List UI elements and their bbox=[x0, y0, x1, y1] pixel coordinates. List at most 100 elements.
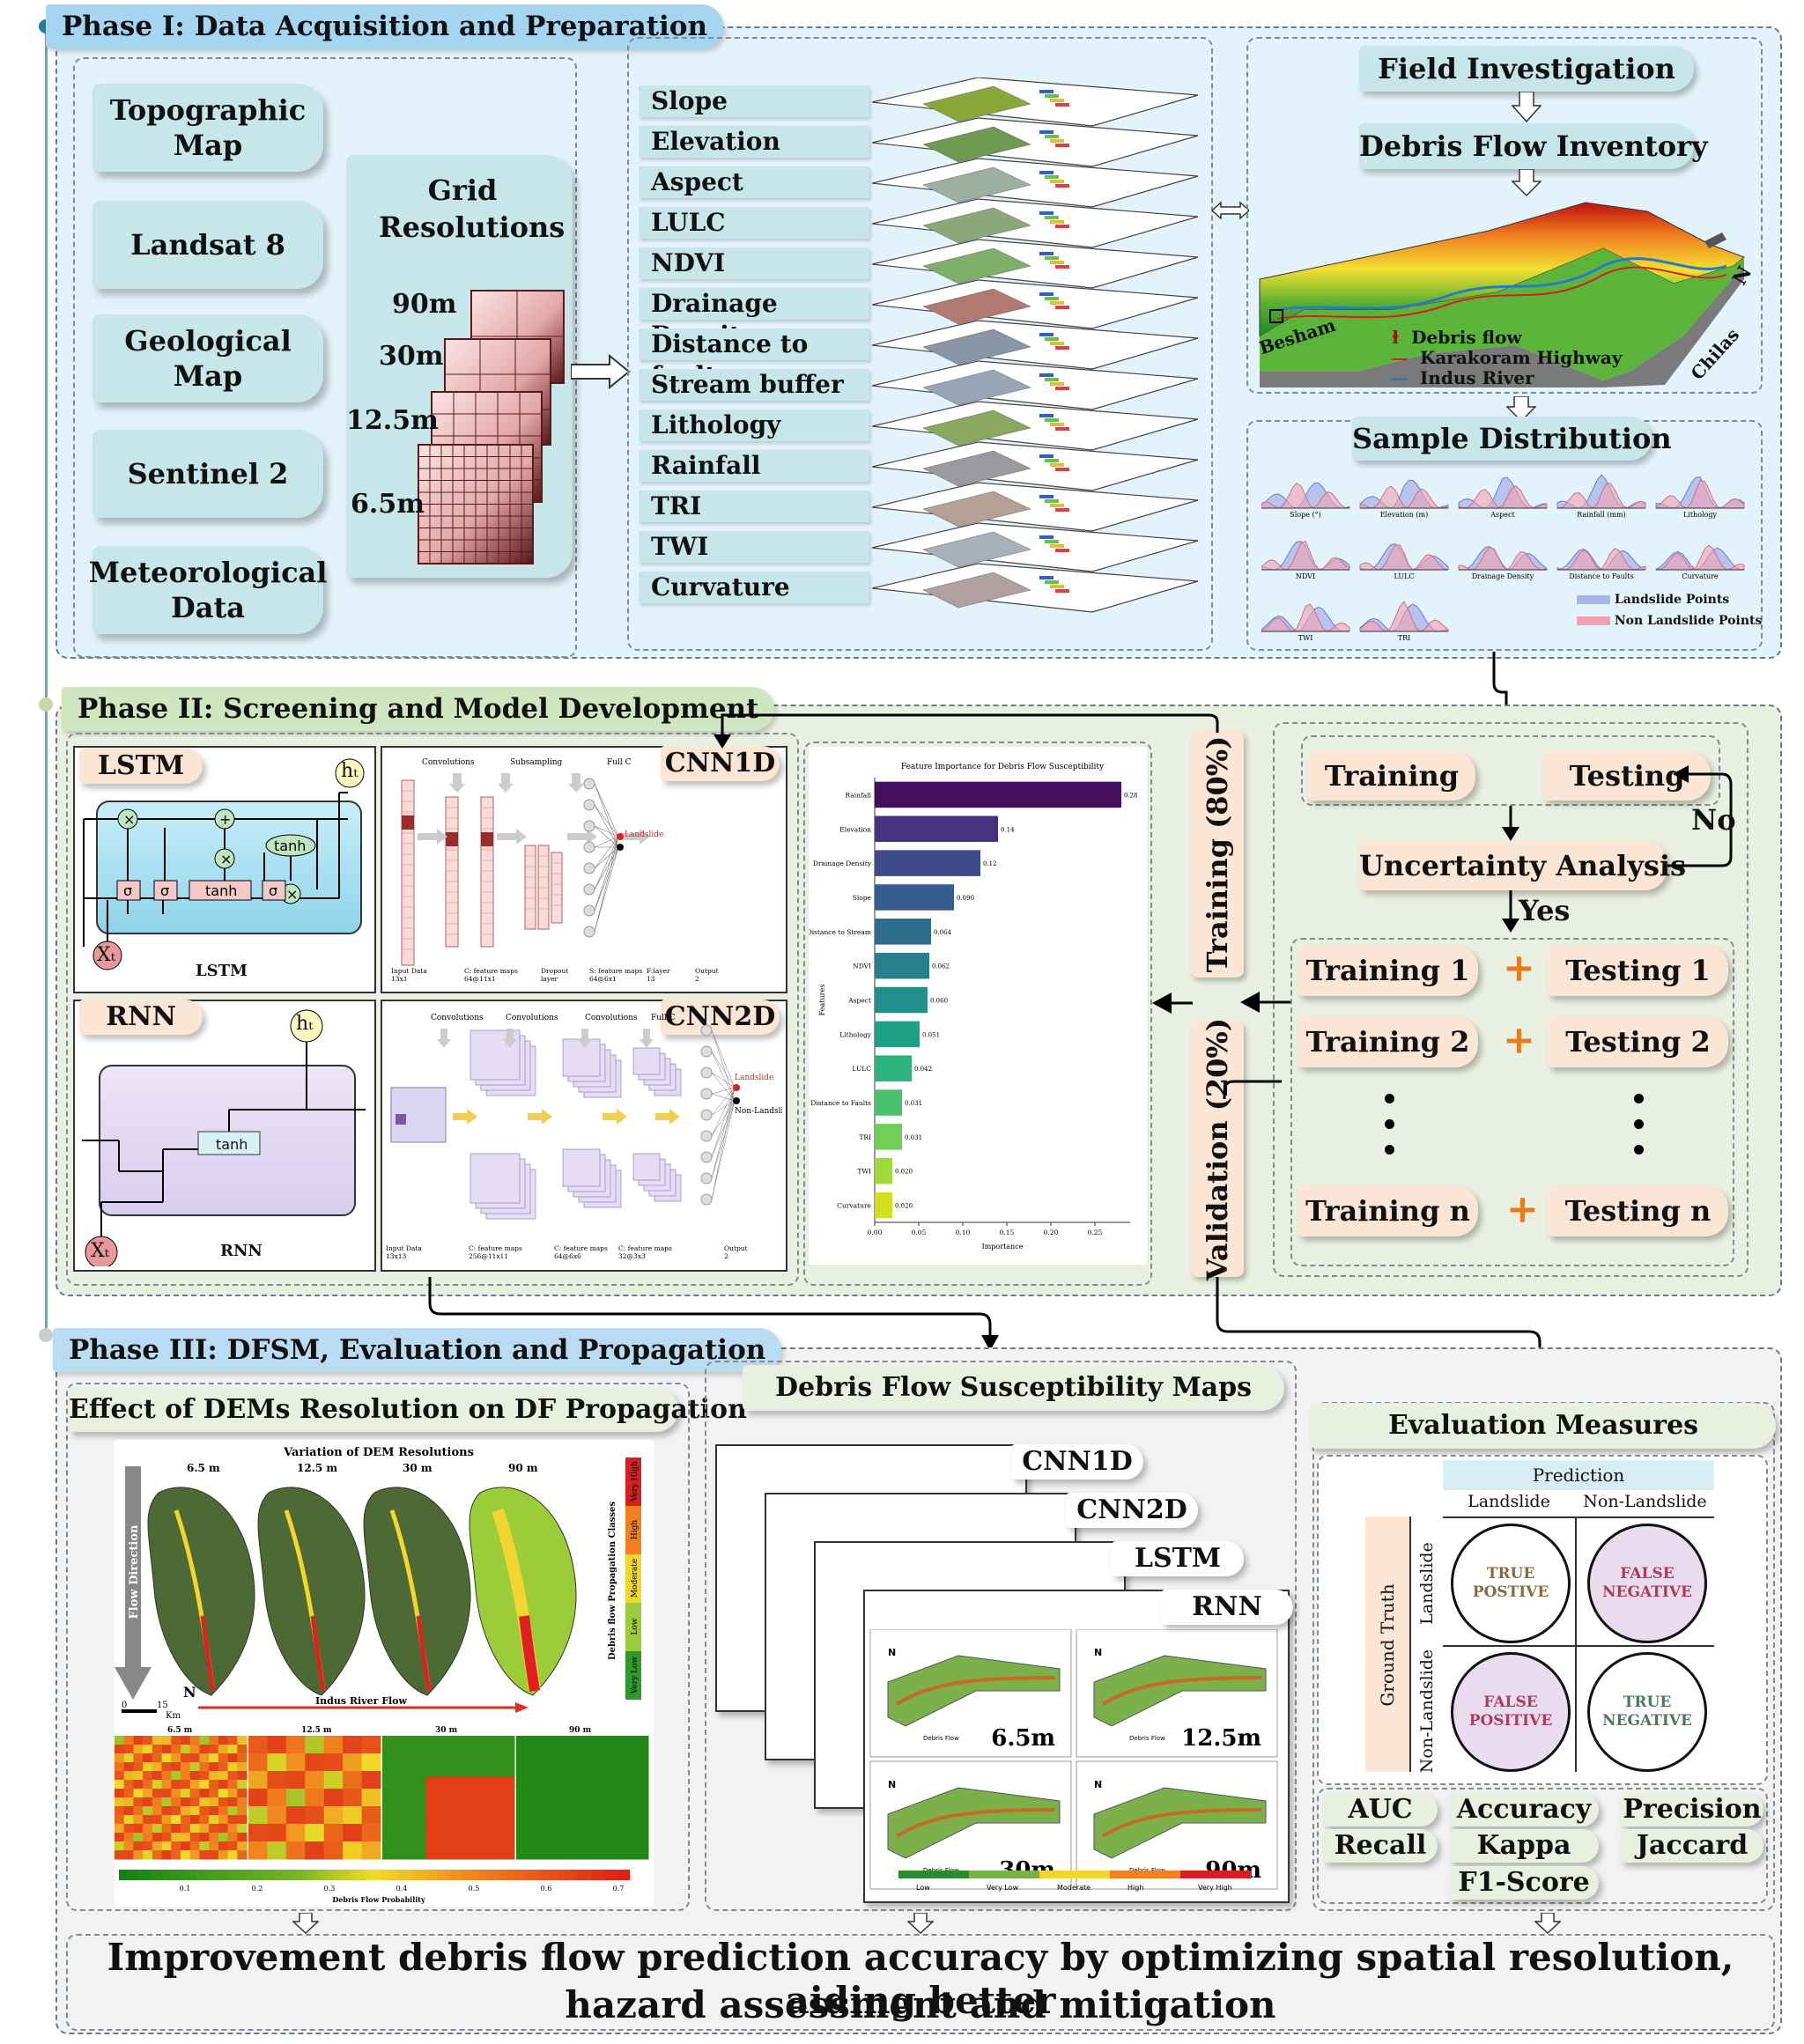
chart-bar-10 bbox=[875, 1124, 902, 1150]
prob-ramp-24 bbox=[241, 1870, 248, 1880]
rnn-cell-tanh: tanh bbox=[216, 1136, 248, 1153]
factor-layer-legend-8-3 bbox=[1055, 427, 1069, 431]
heat-cell-0-11-1 bbox=[123, 1833, 134, 1842]
heat-cell-0-9-13 bbox=[237, 1815, 248, 1825]
heat-cell-0-13-4 bbox=[152, 1850, 163, 1860]
chart-value-label-0: 0.28 bbox=[1124, 792, 1138, 799]
dem-catchment-0 bbox=[147, 1487, 255, 1696]
prob-ramp-10 bbox=[170, 1870, 175, 1880]
cnn1d-edge2-5 bbox=[594, 846, 619, 890]
susc-legend-text-1: Debris Flow bbox=[1129, 1735, 1165, 1742]
prob-ramp-71 bbox=[481, 1870, 487, 1880]
heat-cell-2-1-2 bbox=[470, 1776, 515, 1819]
factor-layer-legend-2-2 bbox=[1050, 180, 1064, 183]
factor-layer-legend-0-3 bbox=[1055, 103, 1069, 107]
factor-layer-legend-9-0 bbox=[1039, 454, 1054, 458]
class-axis-label: Debris flow Propagation Classes bbox=[608, 1502, 617, 1660]
prob-ramp-93 bbox=[594, 1870, 600, 1880]
scale-bar bbox=[122, 1709, 157, 1713]
factor-layer-8 bbox=[872, 401, 1199, 451]
prob-ramp-50 bbox=[374, 1870, 380, 1880]
prob-ramp-78 bbox=[517, 1870, 523, 1880]
heat-cell-0-10-7 bbox=[181, 1824, 191, 1834]
cnn1d-node-4 bbox=[583, 862, 595, 874]
prob-ramp-17 bbox=[205, 1870, 211, 1880]
chart-value-label-7: 0.051 bbox=[922, 1031, 940, 1038]
heat-cell-0-10-12 bbox=[227, 1824, 238, 1834]
heat-cell-1-5-0 bbox=[248, 1824, 268, 1842]
sample-panel-label-9: Curvature bbox=[1682, 572, 1719, 580]
debris-flow-inventory: Debris Flow Inventory bbox=[1359, 123, 1708, 169]
cnn1d-node-1 bbox=[583, 799, 595, 811]
cnn1d-node-3 bbox=[583, 841, 595, 853]
prob-ramp-90 bbox=[579, 1870, 584, 1880]
chart-xtick-label-0: 0.00 bbox=[868, 1229, 883, 1236]
heat-cell-0-2-2 bbox=[133, 1753, 144, 1763]
plus-2: + bbox=[1503, 1018, 1535, 1063]
chart-bar-4 bbox=[875, 919, 931, 945]
prob-ramp-64 bbox=[446, 1870, 452, 1880]
chart-bar-0 bbox=[875, 781, 1121, 808]
rnn-xt: Xₜ bbox=[91, 1240, 110, 1262]
flow-direction-label: Flow Direction bbox=[128, 1524, 141, 1619]
class-swatch-2 bbox=[625, 1554, 641, 1603]
study-area-3d-map bbox=[1259, 202, 1745, 387]
susc-legend-text-0: Debris Flow bbox=[923, 1735, 959, 1742]
prob-ramp-6 bbox=[149, 1870, 155, 1880]
metric-jaccard: Jaccard bbox=[1621, 1829, 1763, 1863]
heat-cell-1-1-5 bbox=[343, 1753, 363, 1772]
chart-category-2: Drainage Density bbox=[813, 860, 872, 867]
cnn1d-head-2: Full C bbox=[607, 758, 632, 767]
factor-slope: Slope bbox=[639, 85, 869, 117]
cnn2d-edge2-1 bbox=[711, 1051, 736, 1102]
heat-cell-0-0-12 bbox=[227, 1736, 238, 1745]
heat-cell-0-4-7 bbox=[181, 1771, 191, 1781]
susc-class-swatch-1 bbox=[969, 1871, 1039, 1878]
factor-tri: TRI bbox=[639, 491, 869, 522]
heat-cell-0-4-0 bbox=[115, 1771, 125, 1781]
prob-ramp-35 bbox=[298, 1870, 303, 1880]
heat-cell-0-10-8 bbox=[189, 1824, 200, 1834]
heat-cell-0-5-11 bbox=[218, 1780, 229, 1789]
truth-non-landslide: Non-Landslide bbox=[1417, 1649, 1437, 1774]
susceptibility-box bbox=[705, 1361, 1297, 1911]
heat-cell-2-1-0 bbox=[382, 1776, 427, 1819]
factor-layer-legend-1-3 bbox=[1055, 144, 1069, 147]
prob-ramp-92 bbox=[588, 1870, 595, 1880]
cnn2d-edge2-7 bbox=[711, 1100, 736, 1179]
training-1: Training 1 bbox=[1298, 945, 1478, 996]
sample-panel-9: Curvature bbox=[1655, 544, 1745, 580]
prob-label: Debris Flow Probability bbox=[332, 1895, 425, 1904]
heat-cell-0-0-7 bbox=[181, 1736, 191, 1745]
heat-cell-0-6-0 bbox=[115, 1789, 125, 1798]
heat-cell-0-7-6 bbox=[171, 1797, 181, 1807]
no-label: No bbox=[1691, 803, 1736, 837]
heat-cell-0-1-12 bbox=[227, 1745, 238, 1754]
heat-cell-0-9-4 bbox=[152, 1815, 163, 1825]
dem-catchment-1 bbox=[257, 1487, 366, 1696]
sample-panel-label-4: Lithology bbox=[1683, 511, 1718, 519]
rnn-caption: RNN bbox=[220, 1242, 262, 1260]
heat-cell-0-8-13 bbox=[237, 1806, 248, 1816]
cnn1d-node-5 bbox=[583, 883, 595, 896]
factor-layer-legend-4-0 bbox=[1039, 252, 1054, 255]
factor-layer-legend-10-2 bbox=[1050, 504, 1064, 507]
heat-cell-1-5-5 bbox=[343, 1824, 363, 1842]
factor-layer-map-11 bbox=[922, 531, 1031, 568]
dem-effect-title: Effect of DEMs Resolution on DF Propagat… bbox=[69, 1388, 747, 1432]
heat-cell-1-4-4 bbox=[323, 1806, 344, 1825]
heat-cell-1-3-2 bbox=[285, 1789, 306, 1807]
heat-cell-0-8-2 bbox=[133, 1806, 144, 1816]
heat-cell-0-6-7 bbox=[181, 1789, 191, 1798]
sample-legend: Landslide Points Non Landslide Points bbox=[1577, 589, 1762, 631]
arrow-eval-to-conclusion bbox=[1534, 1913, 1561, 1934]
chart-value-label-8: 0.042 bbox=[914, 1066, 932, 1073]
heat-cell-0-1-3 bbox=[143, 1745, 153, 1754]
cnn2d-flow-arrow-3 bbox=[655, 1109, 680, 1125]
chart-bar-12 bbox=[875, 1192, 892, 1219]
lstm-diagram: × + × × tanh σ σ tanh σ bbox=[83, 758, 365, 970]
svg-text:σ: σ bbox=[269, 882, 277, 899]
chart-category-5: NDVI bbox=[853, 963, 871, 970]
